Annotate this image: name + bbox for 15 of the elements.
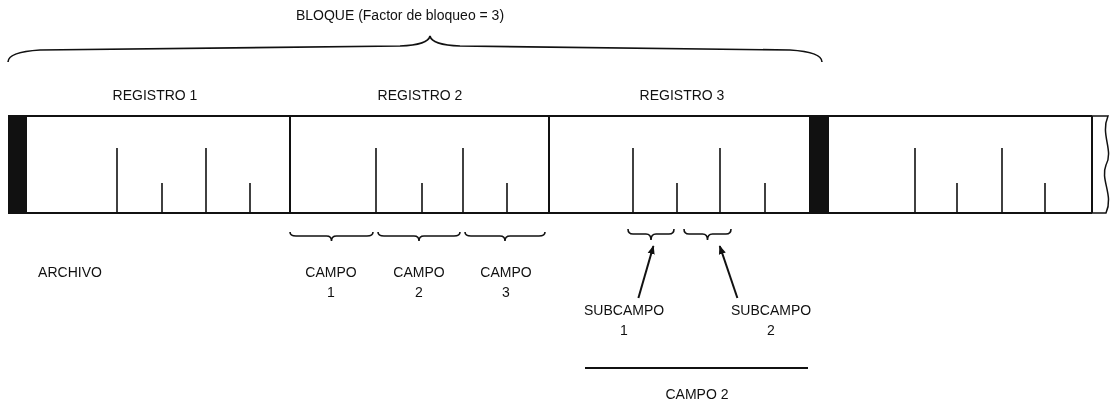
label: CAMPO 2 [392, 263, 446, 302]
label: REGISTRO 2 [376, 86, 464, 105]
label: CAMPO 1 [304, 263, 358, 302]
label: REGISTRO 3 [638, 86, 726, 105]
label: SUBCAMPO 1 [584, 300, 664, 342]
label: REGISTRO 1 [111, 86, 199, 105]
label: CAMPO 2 [664, 385, 730, 404]
brace [683, 228, 732, 242]
label: CAMPO 3 [479, 263, 533, 302]
label: BLOQUE (Factor de bloqueo = 3) [294, 6, 506, 25]
arrow [637, 245, 655, 299]
label: ARCHIVO [37, 263, 103, 282]
arrow [718, 245, 739, 299]
label: SUBCAMPO 2 [731, 300, 811, 342]
brace [627, 228, 675, 242]
